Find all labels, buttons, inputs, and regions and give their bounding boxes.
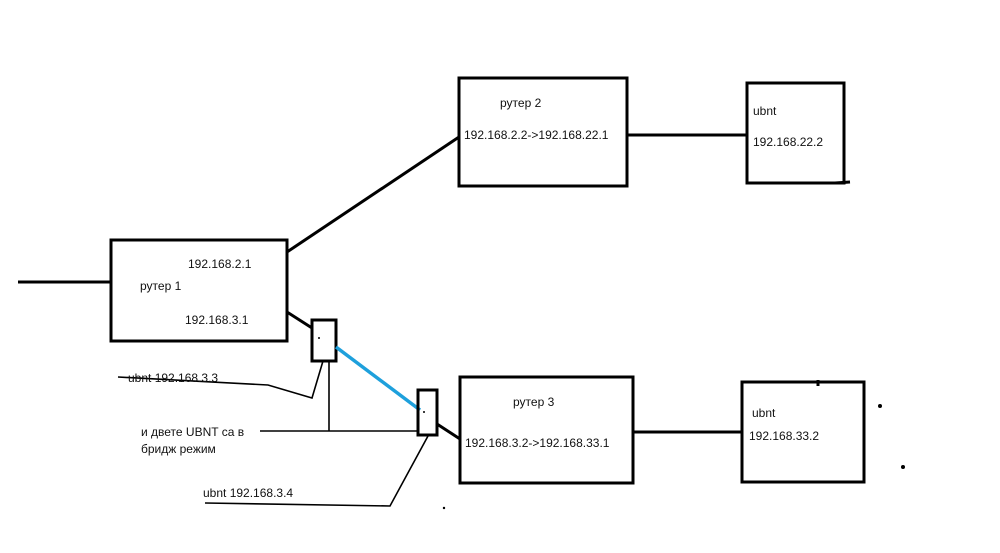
- ubnt-r3-box: [740, 380, 866, 484]
- router1-ubnt-a-link: [286, 310, 313, 330]
- ubnt-b-label: ubnt 192.168.3.4: [203, 486, 294, 500]
- ubnt-b-pointer: [204, 435, 429, 507]
- ubnt-a-device: [310, 318, 338, 363]
- ubnt-r3-name: ubnt: [752, 406, 776, 420]
- ubnt-b-device: [416, 388, 439, 437]
- ubnt-r2-box: [745, 81, 846, 185]
- stray-dot: [442, 506, 446, 510]
- bridge-note-line1: и двете UBNT са в: [141, 425, 245, 439]
- ubnt-b-router3-link: [436, 422, 461, 441]
- ubnt-r2-box-tail: [834, 180, 851, 185]
- router1-box: [109, 238, 289, 343]
- ubnt-a-pointer: [117, 360, 324, 399]
- bridge-note-line2: бридж режим: [141, 442, 216, 456]
- stray-dot: [878, 404, 882, 408]
- ubnt-r2-name: ubnt: [753, 104, 777, 118]
- stray-dot: [318, 337, 320, 339]
- ubnt-r2-ip: 192.168.22.2: [753, 135, 824, 149]
- router3-name: рутер 3: [513, 395, 555, 409]
- wireless-bridge-link: [334, 345, 422, 412]
- ubnt-a-label: ubnt 192.168.3.3: [128, 371, 219, 385]
- router1-router2-link: [286, 135, 460, 254]
- stray-dot: [901, 465, 905, 469]
- router1-ip-top: 192.168.2.1: [188, 257, 252, 271]
- stray-dot: [423, 411, 425, 413]
- router2-box: [457, 76, 629, 188]
- router3-box: [458, 375, 635, 485]
- router3-route: 192.168.3.2->192.168.33.1: [465, 436, 610, 450]
- router2-name: рутер 2: [500, 96, 542, 110]
- router2-route: 192.168.2.2->192.168.22.1: [464, 128, 609, 142]
- router1-name: рутер 1: [140, 279, 182, 293]
- ubnt-r3-ip: 192.168.33.2: [749, 429, 820, 443]
- router1-ip-bottom: 192.168.3.1: [185, 313, 249, 327]
